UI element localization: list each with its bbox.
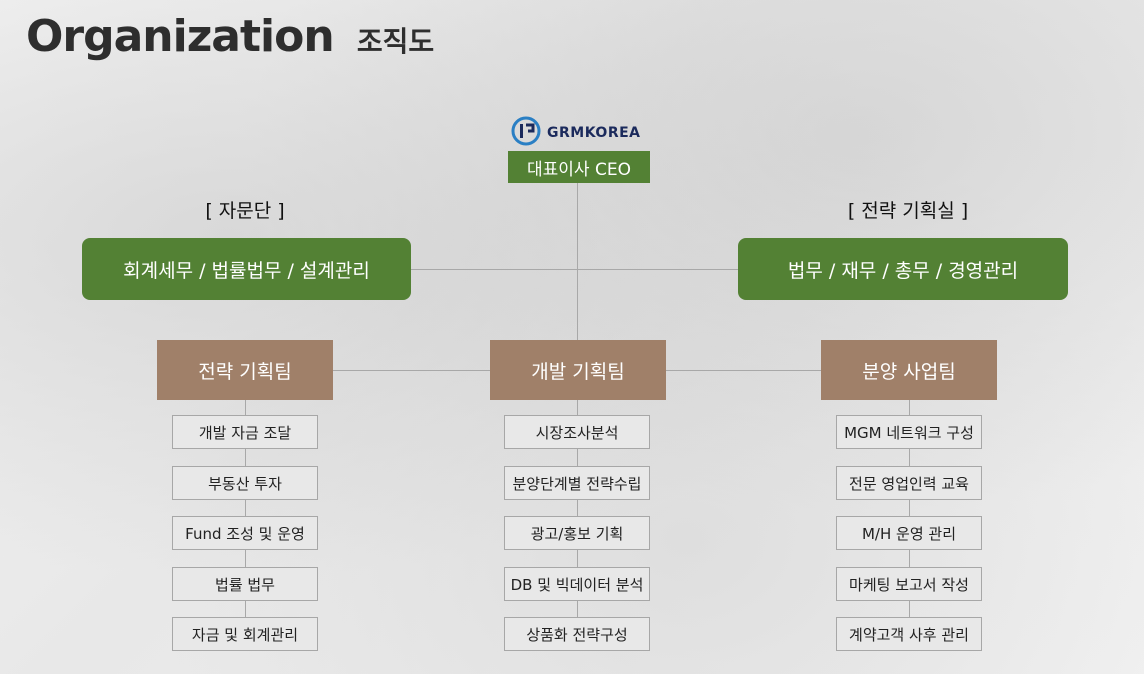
team-box-strategy-planning: 전략 기획팀 bbox=[157, 340, 333, 400]
company-logo: GRMKOREA bbox=[511, 116, 641, 150]
team-box-sales-business: 분양 사업팀 bbox=[821, 340, 997, 400]
connector-advisory-office bbox=[410, 269, 738, 270]
advisory-group-label: [ 자문단 ] bbox=[205, 200, 285, 222]
connector-team1-tasks bbox=[245, 400, 246, 618]
task-item: 마케팅 보고서 작성 bbox=[836, 567, 982, 601]
task-item: M/H 운영 관리 bbox=[836, 516, 982, 550]
task-item: 자금 및 회계관리 bbox=[172, 617, 318, 651]
task-item: 개발 자금 조달 bbox=[172, 415, 318, 449]
logo-text: GRMKOREA bbox=[547, 125, 641, 141]
strategy-office-group-label: [ 전략 기획실 ] bbox=[847, 200, 969, 222]
connector-team2-tasks bbox=[577, 400, 578, 618]
advisory-box: 회계세무 / 법률법무 / 설계관리 bbox=[82, 238, 411, 300]
task-item: Fund 조성 및 운영 bbox=[172, 516, 318, 550]
grmkorea-logo-icon bbox=[511, 116, 541, 150]
task-item: 법률 법무 bbox=[172, 567, 318, 601]
task-item: 분양단계별 전략수립 bbox=[504, 466, 650, 500]
task-item: DB 및 빅데이터 분석 bbox=[504, 567, 650, 601]
task-item: 계약고객 사후 관리 bbox=[836, 617, 982, 651]
team-box-development-planning: 개발 기획팀 bbox=[490, 340, 666, 400]
title-english: Organization bbox=[26, 11, 335, 62]
task-item: 부동산 투자 bbox=[172, 466, 318, 500]
strategy-office-box: 법무 / 재무 / 총무 / 경영관리 bbox=[738, 238, 1068, 300]
page-title: Organization 조직도 bbox=[26, 8, 434, 71]
ceo-box: 대표이사 CEO bbox=[508, 151, 650, 183]
title-korean: 조직도 bbox=[356, 25, 435, 58]
task-item: 광고/홍보 기획 bbox=[504, 516, 650, 550]
task-item: 시장조사분석 bbox=[504, 415, 650, 449]
task-item: 상품화 전략구성 bbox=[504, 617, 650, 651]
task-item: MGM 네트워크 구성 bbox=[836, 415, 982, 449]
connector-trunk bbox=[577, 183, 578, 340]
connector-team3-tasks bbox=[909, 400, 910, 618]
task-item: 전문 영업인력 교육 bbox=[836, 466, 982, 500]
